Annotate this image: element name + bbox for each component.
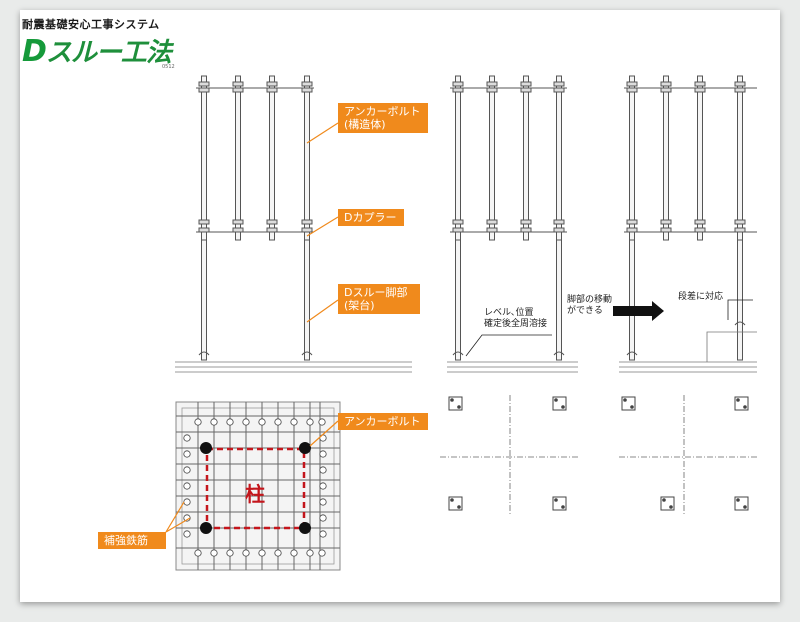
base-plate xyxy=(734,396,749,411)
anchor-bolt xyxy=(553,75,565,361)
anchor-bolt xyxy=(486,75,498,241)
anchor-bolt xyxy=(301,75,313,361)
anchor-bolt xyxy=(734,75,746,361)
label-reinforcement: 補強鉄筋 xyxy=(98,532,166,549)
note-leg-move: 脚部の移動 ができる xyxy=(567,295,613,316)
pillar-label: 柱 xyxy=(245,482,265,506)
base-plate xyxy=(448,496,463,511)
anchor-bolt xyxy=(660,75,672,241)
base-plate xyxy=(552,496,567,511)
anchor-bolt xyxy=(694,75,706,241)
anchor-bolt xyxy=(266,75,278,241)
base-plate xyxy=(552,396,567,411)
logo-small-text: 0512 xyxy=(162,64,175,70)
label-d-through-leg: Dスルー脚部 (架台) xyxy=(338,284,420,314)
note-step-support: 段差に対応 xyxy=(678,292,724,302)
logo-subtitle: 耐震基礎安心工事システム xyxy=(22,18,160,31)
anchor-bolt xyxy=(520,75,532,241)
base-plate xyxy=(448,396,463,411)
base-plate xyxy=(621,396,636,411)
note-level-position: レベル､位置 確定後全周溶接 xyxy=(484,308,548,329)
base-plate xyxy=(660,496,675,511)
anchor-bolt xyxy=(452,75,464,361)
label-d-coupler: Dカプラー xyxy=(338,209,404,226)
label-anchor-bolt: アンカーボルト xyxy=(338,413,428,430)
logo-title-rest: スルー工法 xyxy=(45,38,172,68)
anchor-bolt xyxy=(626,75,638,361)
arrow-right-icon xyxy=(613,301,664,321)
label-anchor-bolt-structure: アンカーボルト (構造体) xyxy=(338,103,428,133)
anchor-bolt xyxy=(198,75,210,361)
logo-title: Dスルー工法 xyxy=(22,32,172,69)
base-plate xyxy=(734,496,749,511)
logo-d: D xyxy=(22,34,47,69)
anchor-bolt xyxy=(232,75,244,241)
